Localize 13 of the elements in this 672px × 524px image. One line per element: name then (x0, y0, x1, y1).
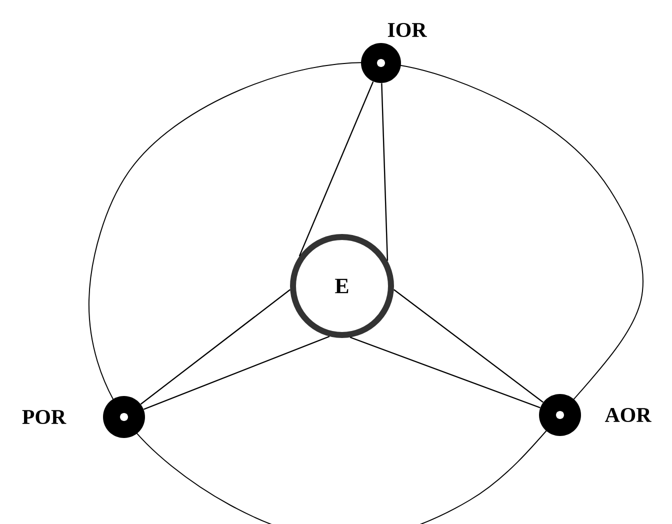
spoke-line (394, 289, 544, 403)
spoke-line (144, 336, 330, 410)
station-label: POR (22, 410, 66, 424)
station-label: IOR (388, 22, 427, 38)
circle-node: E (290, 234, 394, 338)
spoke-line (298, 81, 374, 256)
spoke-line (350, 336, 540, 408)
spoke-line (140, 289, 290, 405)
station-dot (539, 394, 581, 436)
station-label: AOR (604, 408, 652, 422)
spoke-line (381, 83, 388, 261)
station-dot (103, 396, 145, 438)
station-dot (361, 43, 401, 83)
